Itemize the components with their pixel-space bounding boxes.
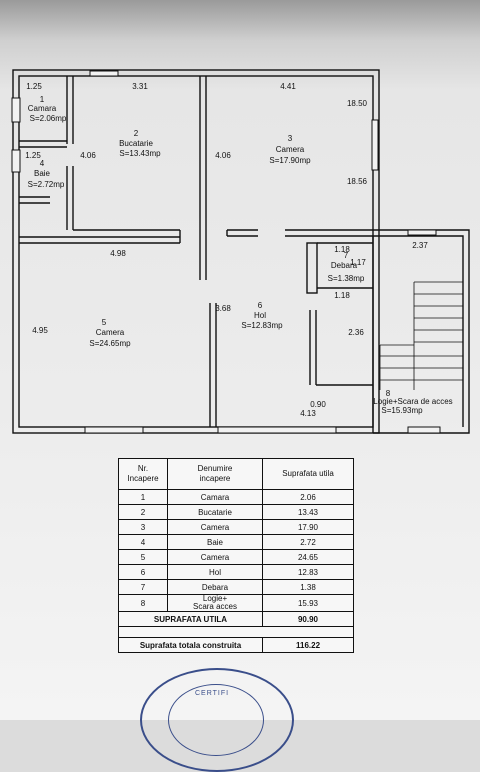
room-5-area: S=24.65mp xyxy=(89,339,131,348)
table-row: 5 Camera 24.65 xyxy=(118,549,354,565)
dim-label: 1.17 xyxy=(350,258,366,267)
cell-area: 24.65 xyxy=(262,549,354,565)
room-1-area: S=2.06mp xyxy=(30,114,67,123)
table-row: 4 Baie 2.72 xyxy=(118,534,354,550)
cell-nr: 8 xyxy=(118,594,168,612)
room-7-area: S=1.38mp xyxy=(328,274,365,283)
stamp-text: CERTIFI xyxy=(195,690,230,697)
built-area-label: Suprafata totala construita xyxy=(118,637,263,653)
useful-area-value: 90.90 xyxy=(262,611,354,627)
cell-name: Debara xyxy=(167,579,263,595)
area-table: Nr. Incapere Denumire incapere Suprafata… xyxy=(118,458,354,653)
cell-area: 1.38 xyxy=(262,579,354,595)
room-4-area: S=2.72mp xyxy=(28,180,65,189)
cell-name: Camera xyxy=(167,519,263,535)
dim-label: 1.25 xyxy=(26,82,42,91)
area-table-wrap: Nr. Incapere Denumire incapere Suprafata… xyxy=(118,458,354,653)
cell-area: 2.72 xyxy=(262,534,354,550)
dim-label: 1.18 xyxy=(334,245,350,254)
useful-area-row: SUPRAFATA UTILA 90.90 xyxy=(118,611,354,627)
room-3-name: Camera xyxy=(276,145,305,154)
floor-plan: 1 Camara S=2.06mp 2 Bucatarie S=13.43mp … xyxy=(11,69,470,434)
dim-label: 4.98 xyxy=(110,249,126,258)
cell-name: Bucatarie xyxy=(167,504,263,520)
table-row: 3 Camera 17.90 xyxy=(118,519,354,535)
dim-label: 1.18 xyxy=(334,291,350,300)
useful-area-label: SUPRAFATA UTILA xyxy=(118,611,263,627)
stairs xyxy=(379,281,463,390)
cell-area: 17.90 xyxy=(262,519,354,535)
dim-label: 4.06 xyxy=(80,151,96,160)
cell-area: 15.93 xyxy=(262,594,354,612)
table-row: 2 Bucatarie 13.43 xyxy=(118,504,354,520)
cell-area: 2.06 xyxy=(262,489,354,505)
dim-label: 1.25 xyxy=(25,151,41,160)
outer-wall xyxy=(12,69,380,434)
room-1-num: 1 xyxy=(40,95,45,104)
built-area-row: Suprafata totala construita 116.22 xyxy=(118,637,354,653)
room-8-name: Logie+Scara de acces xyxy=(373,397,452,406)
col-header-name: Denumire incapere xyxy=(167,458,263,490)
table-row: 7 Debara 1.38 xyxy=(118,579,354,595)
room-8-area: S=15.93mp xyxy=(381,406,423,415)
cell-name: Camara xyxy=(167,489,263,505)
room-7-name: Debara xyxy=(331,261,358,270)
cell-area: 12.83 xyxy=(262,564,354,580)
dim-label: 18.50 xyxy=(347,99,368,108)
cell-nr: 4 xyxy=(118,534,168,550)
cell-nr: 5 xyxy=(118,549,168,565)
cell-nr: 3 xyxy=(118,519,168,535)
room-2-area: S=13.43mp xyxy=(119,149,161,158)
room-4-name: Baie xyxy=(34,169,51,178)
room-6-area: S=12.83mp xyxy=(241,321,283,330)
room-3-area: S=17.90mp xyxy=(269,156,311,165)
cell-area: 13.43 xyxy=(262,504,354,520)
cell-nr: 6 xyxy=(118,564,168,580)
room-7-num: 7 xyxy=(344,251,349,260)
cell-name: Camera xyxy=(167,549,263,565)
col-header-nr: Nr. Incapere xyxy=(118,458,168,490)
room-1-name: Camara xyxy=(28,104,57,113)
cell-nr: 1 xyxy=(118,489,168,505)
built-area-value: 116.22 xyxy=(262,637,354,653)
room-6-name: Hol xyxy=(254,311,266,320)
dim-label: 3.68 xyxy=(215,304,231,313)
dim-label: 4.13 xyxy=(300,409,316,418)
dim-label: 2.36 xyxy=(348,328,364,337)
room-5-name: Camera xyxy=(96,328,125,337)
table-row: 1 Camara 2.06 xyxy=(118,489,354,505)
room-3-num: 3 xyxy=(288,134,293,143)
dim-label: 2.37 xyxy=(412,241,428,250)
room-4-num: 4 xyxy=(40,159,45,168)
dim-label: 18.56 xyxy=(347,177,368,186)
room-8-num: 8 xyxy=(386,389,391,398)
dim-label: 4.41 xyxy=(280,82,296,91)
cell-nr: 7 xyxy=(118,579,168,595)
dim-label: 4.06 xyxy=(215,151,231,160)
table-row: 8 Logie+ Scara acces 15.93 xyxy=(118,594,354,612)
table-spacer xyxy=(118,626,354,638)
table-row: 6 Hol 12.83 xyxy=(118,564,354,580)
room-2-name: Bucatarie xyxy=(119,139,153,148)
room-5-num: 5 xyxy=(102,318,107,327)
cell-name: Baie xyxy=(167,534,263,550)
col-header-area: Suprafata utila xyxy=(262,458,354,490)
cell-name: Logie+ Scara acces xyxy=(167,594,263,612)
room-6-num: 6 xyxy=(258,301,263,310)
room-2-num: 2 xyxy=(134,129,139,138)
dim-label: 0.90 xyxy=(310,400,326,409)
dim-label: 4.95 xyxy=(32,326,48,335)
cell-nr: 2 xyxy=(118,504,168,520)
dim-label: 3.31 xyxy=(132,82,148,91)
cell-name: Hol xyxy=(167,564,263,580)
